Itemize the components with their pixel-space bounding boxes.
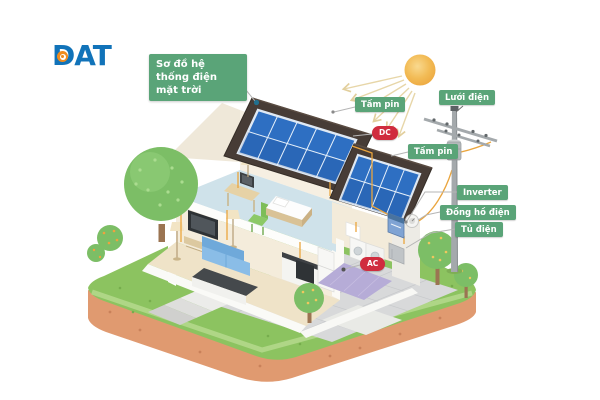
label-electric-cabinet: Tủ điện [455, 222, 503, 237]
label-power-grid: Lưới điện [439, 90, 495, 105]
electric-cabinet-device [388, 242, 405, 265]
tree-bottom [294, 283, 324, 323]
sun-icon [341, 54, 436, 139]
ac-current-badge: AC [360, 257, 386, 271]
main-roof [223, 97, 373, 194]
dat-logo: DAT [52, 42, 112, 70]
leader-lines [240, 83, 464, 270]
label-solar-panel-right: Tấm pin [408, 144, 459, 159]
dat-logo-target-icon [57, 51, 68, 62]
steps [148, 291, 228, 325]
label-electric-meter: Đồng hồ điện [440, 205, 516, 220]
label-solar-panel-top: Tấm pin [355, 97, 406, 112]
tree-large-left [124, 147, 198, 242]
bushes-left [87, 225, 123, 262]
label-inverter: Inverter [457, 185, 508, 200]
solar-panel-secondary [338, 153, 422, 221]
solar-panel-main [236, 108, 358, 185]
leader-dots [253, 99, 408, 272]
inverter-device [387, 212, 405, 239]
living-room-furniture [165, 194, 250, 276]
diagram-title-label: Sơ đồ hệ thống điện mặt trời [149, 54, 247, 101]
wiring [180, 141, 492, 258]
secondary-roof [329, 143, 433, 223]
kitchen-laundry [192, 221, 392, 305]
dc-current-badge: DC [372, 126, 398, 140]
